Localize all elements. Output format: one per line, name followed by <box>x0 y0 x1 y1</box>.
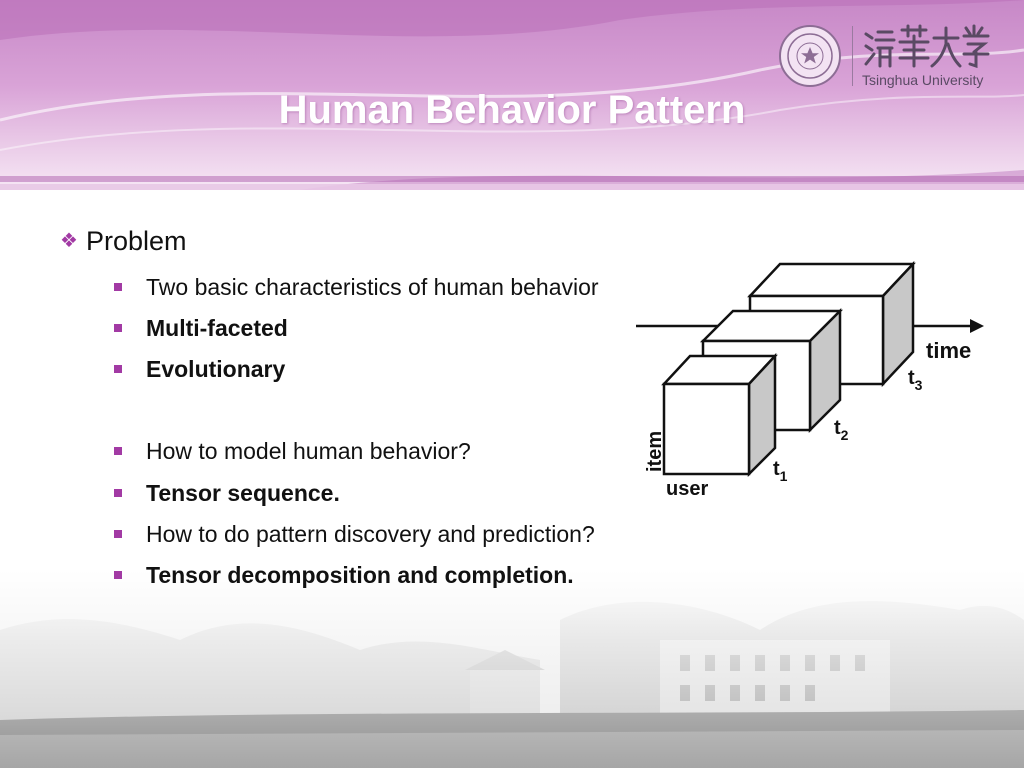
bullet-text: How to model human behavior? <box>146 438 471 464</box>
time-axis-label: time <box>926 338 971 363</box>
bullet-text: Tensor decomposition and completion. <box>146 562 574 588</box>
diamond-bullet-icon: ❖ <box>60 230 78 252</box>
bullet-text: How to do pattern discovery and predicti… <box>146 521 595 547</box>
header-band: Tsinghua University Human Behavior Patte… <box>0 0 1024 190</box>
square-bullet-icon <box>114 571 122 579</box>
university-chinese-name-logo <box>864 24 990 68</box>
time-step-label-t3: t3 <box>908 367 923 393</box>
time-step-label-t1: t1 <box>773 458 788 484</box>
bullet-text: Evolutionary <box>146 356 286 382</box>
slide-title: Human Behavior Pattern <box>278 88 746 132</box>
bullet-text: Two basic characteristics of human behav… <box>146 274 599 300</box>
tensor-sequence-diagram: time item user t1 t2 t3 <box>636 260 984 500</box>
t1-base: t <box>773 458 780 480</box>
bullet-text: Tensor sequence. <box>146 480 340 506</box>
t2-base: t <box>834 417 841 439</box>
square-bullet-icon <box>114 447 122 455</box>
bullet-level1-text: Problem <box>85 226 187 256</box>
square-bullet-icon <box>114 324 122 332</box>
t3-base: t <box>908 367 915 389</box>
university-seal-logo <box>779 25 841 87</box>
t1-subscript: 1 <box>780 468 788 484</box>
header-wave-decoration <box>0 0 1024 190</box>
university-name-english: Tsinghua University <box>862 72 984 88</box>
logo-divider <box>852 26 853 86</box>
bullet-level1-problem: ❖ Problem <box>60 226 186 257</box>
user-axis-label: user <box>666 478 708 500</box>
campus-photo-background <box>0 570 1024 768</box>
square-bullet-icon <box>114 530 122 538</box>
tensor-cube-t1 <box>661 352 778 478</box>
square-bullet-icon <box>114 489 122 497</box>
t3-subscript: 3 <box>915 377 923 393</box>
t2-subscript: 2 <box>841 427 849 443</box>
item-axis-label: item <box>644 431 666 472</box>
bullet-text: Multi-faceted <box>146 315 288 341</box>
square-bullet-icon <box>114 365 122 373</box>
square-bullet-icon <box>114 283 122 291</box>
time-step-label-t2: t2 <box>834 417 849 443</box>
